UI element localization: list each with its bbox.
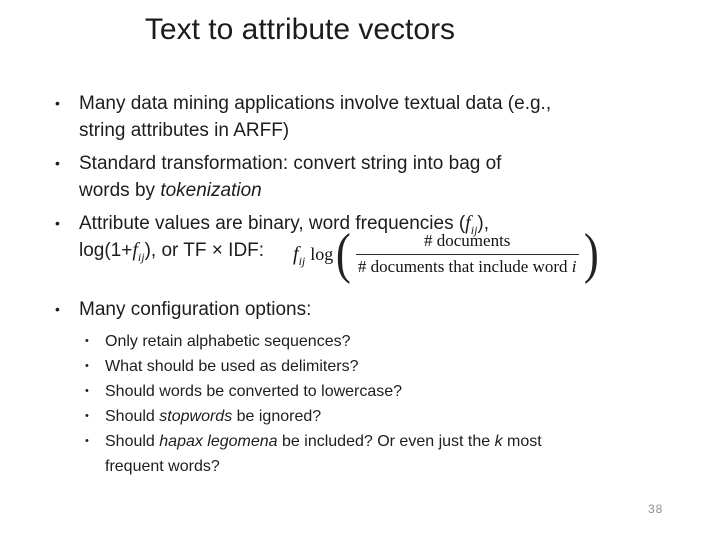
line-part: words by [79, 180, 161, 201]
bullet-icon: • [55, 301, 60, 317]
sub-bullet-hapax-legomena: • Should hapax legomena be included? Or … [85, 429, 620, 479]
slide-title: Text to attribute vectors [144, 13, 456, 46]
bullet-text: Many configuration options: [79, 299, 312, 320]
formula-sub-ij: ij [298, 253, 306, 268]
sub-bullet-stopwords: • Should stopwords be ignored? [85, 404, 620, 429]
line-part: be ignored? [232, 408, 322, 425]
italic-term-stopwords: stopwords [159, 408, 233, 425]
formula-close-paren: ) [583, 223, 599, 285]
bullet-item-configuration-options: • Many configuration options: [55, 296, 620, 323]
bullet-icon: • [85, 385, 89, 397]
sub-bullet-lowercase: • Should words be converted to lowercase… [85, 379, 620, 404]
math-sub-ij: ij [470, 223, 478, 237]
math-var-f: f [465, 212, 471, 234]
line-part: Attribute values are binary, word freque… [79, 213, 466, 234]
sub-bullet-text: Should stopwords be ignored? [105, 404, 620, 429]
formula-log-function: log [310, 243, 334, 264]
sub-bullet-text: What should be used as delimiters? [105, 358, 359, 375]
tfidf-formula: fij log ( # documents # documents that i… [293, 223, 600, 285]
denominator-text: # documents that include word [357, 256, 572, 276]
line-part: be included? Or even just the [277, 433, 495, 450]
bullet-icon: • [85, 360, 89, 372]
page-number: 38 [648, 502, 664, 516]
bullet-item-standard-transformation: • Standard transformation: convert strin… [55, 150, 620, 204]
line-part: Should [105, 433, 160, 450]
line-part: log(1+ [79, 240, 133, 261]
sub-bullet-text: Should words be converted to lowercase? [105, 383, 403, 400]
math-var-fij: fij [132, 239, 145, 264]
math-var-fij: fij [465, 212, 478, 237]
formula-open-paren: ( [336, 223, 352, 285]
bullet-item-textual-data: • Many data mining applications involve … [55, 90, 620, 144]
bullet-item-attribute-values: • Attribute values are binary, word freq… [55, 210, 620, 264]
sub-bullet-text: Only retain alphabetic sequences? [105, 333, 351, 350]
formula-fraction: # documents # documents that include wor… [353, 230, 582, 277]
math-var-i: i [571, 256, 577, 276]
formula-var-f: f [293, 242, 299, 265]
bullet-icon: • [85, 435, 89, 447]
formula-coefficient: fij [293, 242, 306, 268]
line-part: ), [477, 213, 490, 234]
bullet-text: Attribute values are binary, word freque… [79, 210, 620, 264]
bullet-text: Standard transformation: convert string … [79, 150, 620, 204]
bullet-icon: • [55, 215, 60, 231]
line-part: Should [105, 408, 160, 425]
italic-term-tokenization: tokenization [160, 180, 262, 201]
bullet-icon: • [55, 155, 60, 171]
line: frequent words? [105, 458, 220, 475]
line: Standard transformation: convert string … [79, 153, 502, 174]
formula-numerator: # documents [355, 230, 579, 255]
sub-bullet-alphabetic: • Only retain alphabetic sequences? [85, 329, 620, 354]
formula-denominator: # documents that include word i [356, 255, 579, 278]
math-var-k: k [494, 433, 503, 450]
bullet-text: Many data mining applications involve te… [79, 90, 620, 144]
italic-term-hapax-legomena: hapax legomena [159, 433, 278, 450]
sub-bullet-delimiters: • What should be used as delimiters? [85, 354, 620, 379]
sub-bullet-text: Should hapax legomena be included? Or ev… [105, 429, 620, 479]
line-part: ), or TF × IDF: [144, 240, 265, 261]
line: string attributes in ARFF) [79, 120, 290, 141]
math-sub-ij: ij [137, 250, 145, 264]
bullet-icon: • [85, 335, 89, 347]
line-part: most [502, 433, 542, 450]
bullet-icon: • [55, 95, 60, 111]
bullet-icon: • [85, 410, 89, 422]
bullet-list: • Many data mining applications involve … [55, 90, 620, 479]
sub-bullet-list: • Only retain alphabetic sequences? • Wh… [85, 329, 620, 479]
line: Many data mining applications involve te… [79, 93, 552, 114]
math-var-f: f [132, 239, 138, 261]
